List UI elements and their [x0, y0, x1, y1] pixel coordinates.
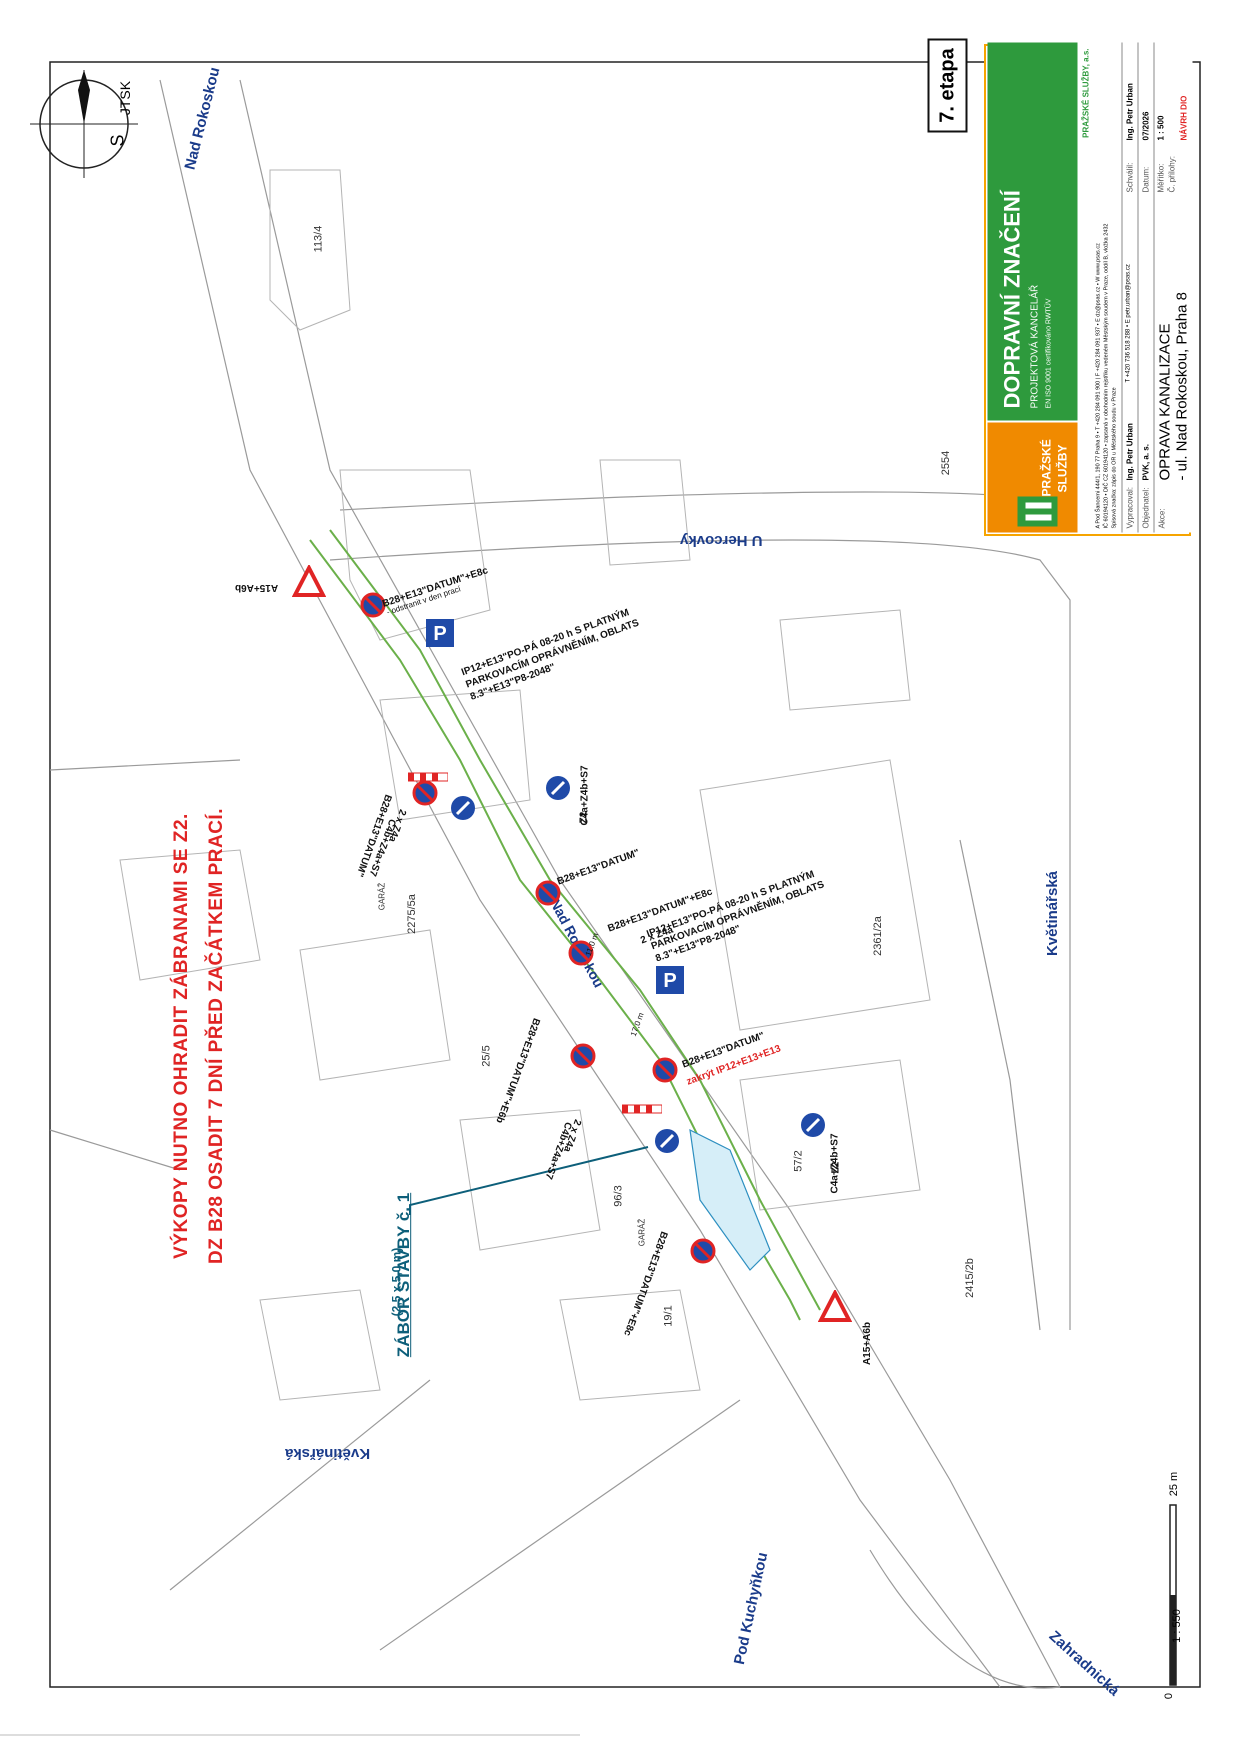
street-kvetinarska-right: Květinářská: [1044, 870, 1062, 957]
scale-start: 0: [1163, 1692, 1176, 1700]
designer-row: Vypracoval: Ing. Petr Urban T +420 736 5…: [1121, 42, 1139, 533]
svg-text:P: P: [663, 970, 676, 992]
street-kvetinarska-left: Květinářská: [285, 1445, 371, 1462]
scale-label: Měřítko:: [1156, 163, 1166, 193]
sign-label: A15+A6b: [862, 1321, 874, 1366]
warning-note-line1: VÝKOPY NUTNO OHRADIT ZÁBRANAMI SE Z2.: [170, 813, 192, 1259]
sign-label: Z2: [578, 811, 590, 824]
no-stopping-sign-icon: [568, 940, 594, 966]
barrier-icon: [622, 1104, 662, 1114]
parcel-label: 2415/2b: [963, 1258, 976, 1298]
keep-right-sign-icon: [655, 1129, 679, 1153]
action-row: Akce: OPRAVA KANALIZACE - ul. Nad Rokosk…: [1153, 42, 1193, 533]
scale-value: 1 : 500: [1156, 115, 1166, 141]
north-arrow-icon: [30, 70, 138, 178]
scale-ratio: 1 : 550: [1170, 1609, 1183, 1643]
parcel-label: 2361/2a: [871, 916, 884, 956]
compass-system-label: JTSK: [117, 80, 134, 116]
contact-line: IČ 60194120 • DIČ CZ 60194120 • zapsaná …: [1103, 223, 1110, 529]
warning-triangle-icon: [292, 565, 326, 597]
green-route-2: [329, 529, 821, 1311]
designer-contact: T +420 736 518 288 • E petr.urban@psas.c…: [1125, 264, 1132, 383]
client: PVK, a. s.: [1141, 444, 1151, 481]
client-row: Objednatel: PVK, a. s. Datum: 07/2026: [1137, 42, 1155, 533]
action-1: OPRAVA KANALIZACE: [1156, 323, 1174, 481]
warning-note-line2: DZ B28 OSADIT 7 DNÍ PŘED ZAČÁTKEM PRACÍ.: [205, 808, 227, 1264]
company-title: DOPRAVNÍ ZNAČENÍ: [999, 190, 1025, 409]
garage-label: GARÁŽ: [377, 882, 387, 911]
parcel-label: 2275/5a: [405, 894, 418, 934]
no-stopping-sign-icon: [412, 780, 438, 806]
barrier-icon: [408, 772, 448, 782]
scale-bar-fill: [1170, 1595, 1176, 1685]
company-name: PRAŽSKÉ SLUŽBY, a.s.: [1081, 48, 1091, 138]
title-block: PRAŽSKÉ SLUŽBY DOPRAVNÍ ZNAČENÍ PROJEKTO…: [927, 38, 1193, 533]
no-stopping-sign-icon: [690, 1238, 716, 1264]
zabor-size: (2,5 x 5,0 m): [389, 1247, 404, 1317]
zabor-leader-line: [409, 1146, 649, 1215]
contact-line: A Pod Šancemi 444/1, 190 77 Praha 9 • T …: [1095, 243, 1102, 529]
checked: Ing. Petr Urban: [1125, 83, 1135, 141]
no-stopping-sign-icon: [652, 1057, 678, 1083]
parcel-label: 57/2: [792, 1150, 805, 1172]
parcel-label: 25/5: [480, 1045, 493, 1067]
sign-label: Z2: [830, 1161, 842, 1174]
garage-label: GARÁŽ: [637, 1218, 647, 1247]
date: 07/2026: [1141, 111, 1151, 141]
contact-line: Spisová značka: zápis do OR u Městského …: [1111, 387, 1118, 529]
logo-line1: PRAŽSKÉ: [1039, 439, 1054, 497]
company-logo-icon: [1017, 496, 1058, 527]
num-label: Č. přílohy:: [1167, 156, 1177, 193]
green-route: [309, 539, 801, 1321]
keep-right-sign-icon: [801, 1113, 825, 1137]
designer: Ing. Petr Urban: [1125, 423, 1135, 481]
warning-triangle-icon: [818, 1290, 852, 1322]
svg-text:P: P: [433, 623, 446, 645]
no-stopping-sign-icon: [360, 592, 386, 618]
keep-right-sign-icon: [546, 776, 570, 800]
parcel-label: 113/4: [312, 225, 325, 253]
compass-south-label: S: [107, 134, 128, 147]
base-map-streets: [49, 79, 1071, 1689]
company-header: DOPRAVNÍ ZNAČENÍ PROJEKTOVÁ KANCELÁŘ EN …: [987, 42, 1078, 421]
parcel-label: 19/1: [662, 1305, 675, 1327]
parking-sign-icon: P: [426, 619, 454, 647]
action-2: - ul. Nad Rokoskou, Praha 8: [1173, 292, 1191, 481]
logo-line2: SLUŽBY: [1055, 444, 1070, 493]
base-map-buildings: [119, 169, 931, 1401]
no-stopping-sign-icon: [535, 880, 561, 906]
sheet-frame: [49, 61, 1201, 1688]
designer-label: Vypracoval:: [1125, 487, 1135, 529]
stage-badge: 7. etapa: [927, 38, 968, 133]
date-label: Datum:: [1141, 166, 1151, 193]
parcel-label: 96/3: [612, 1185, 625, 1207]
company-iso: EN ISO 9001 certifikováno RWTÜV: [1045, 298, 1053, 409]
checked-label: Schválil:: [1125, 162, 1135, 193]
doc-type: NÁVRH DIO: [1179, 95, 1189, 141]
blue-zone: [689, 1128, 771, 1271]
company-sub: PROJEKTOVÁ KANCELÁŘ: [1029, 284, 1041, 409]
client-label: Objednatel:: [1141, 487, 1151, 529]
sign-label: A15+A6b: [235, 582, 279, 593]
no-stopping-sign-icon: [570, 1043, 596, 1069]
parcel-label: 2554: [940, 450, 953, 476]
scale-end: 25 m: [1168, 1471, 1181, 1497]
logo-box: PRAŽSKÉ SLUŽBY: [987, 422, 1078, 533]
parking-sign-icon: P: [656, 966, 684, 994]
action-label: Akce:: [1157, 508, 1167, 529]
keep-right-sign-icon: [451, 796, 475, 820]
street-u-hercovky: U Hercovky: [680, 532, 763, 549]
